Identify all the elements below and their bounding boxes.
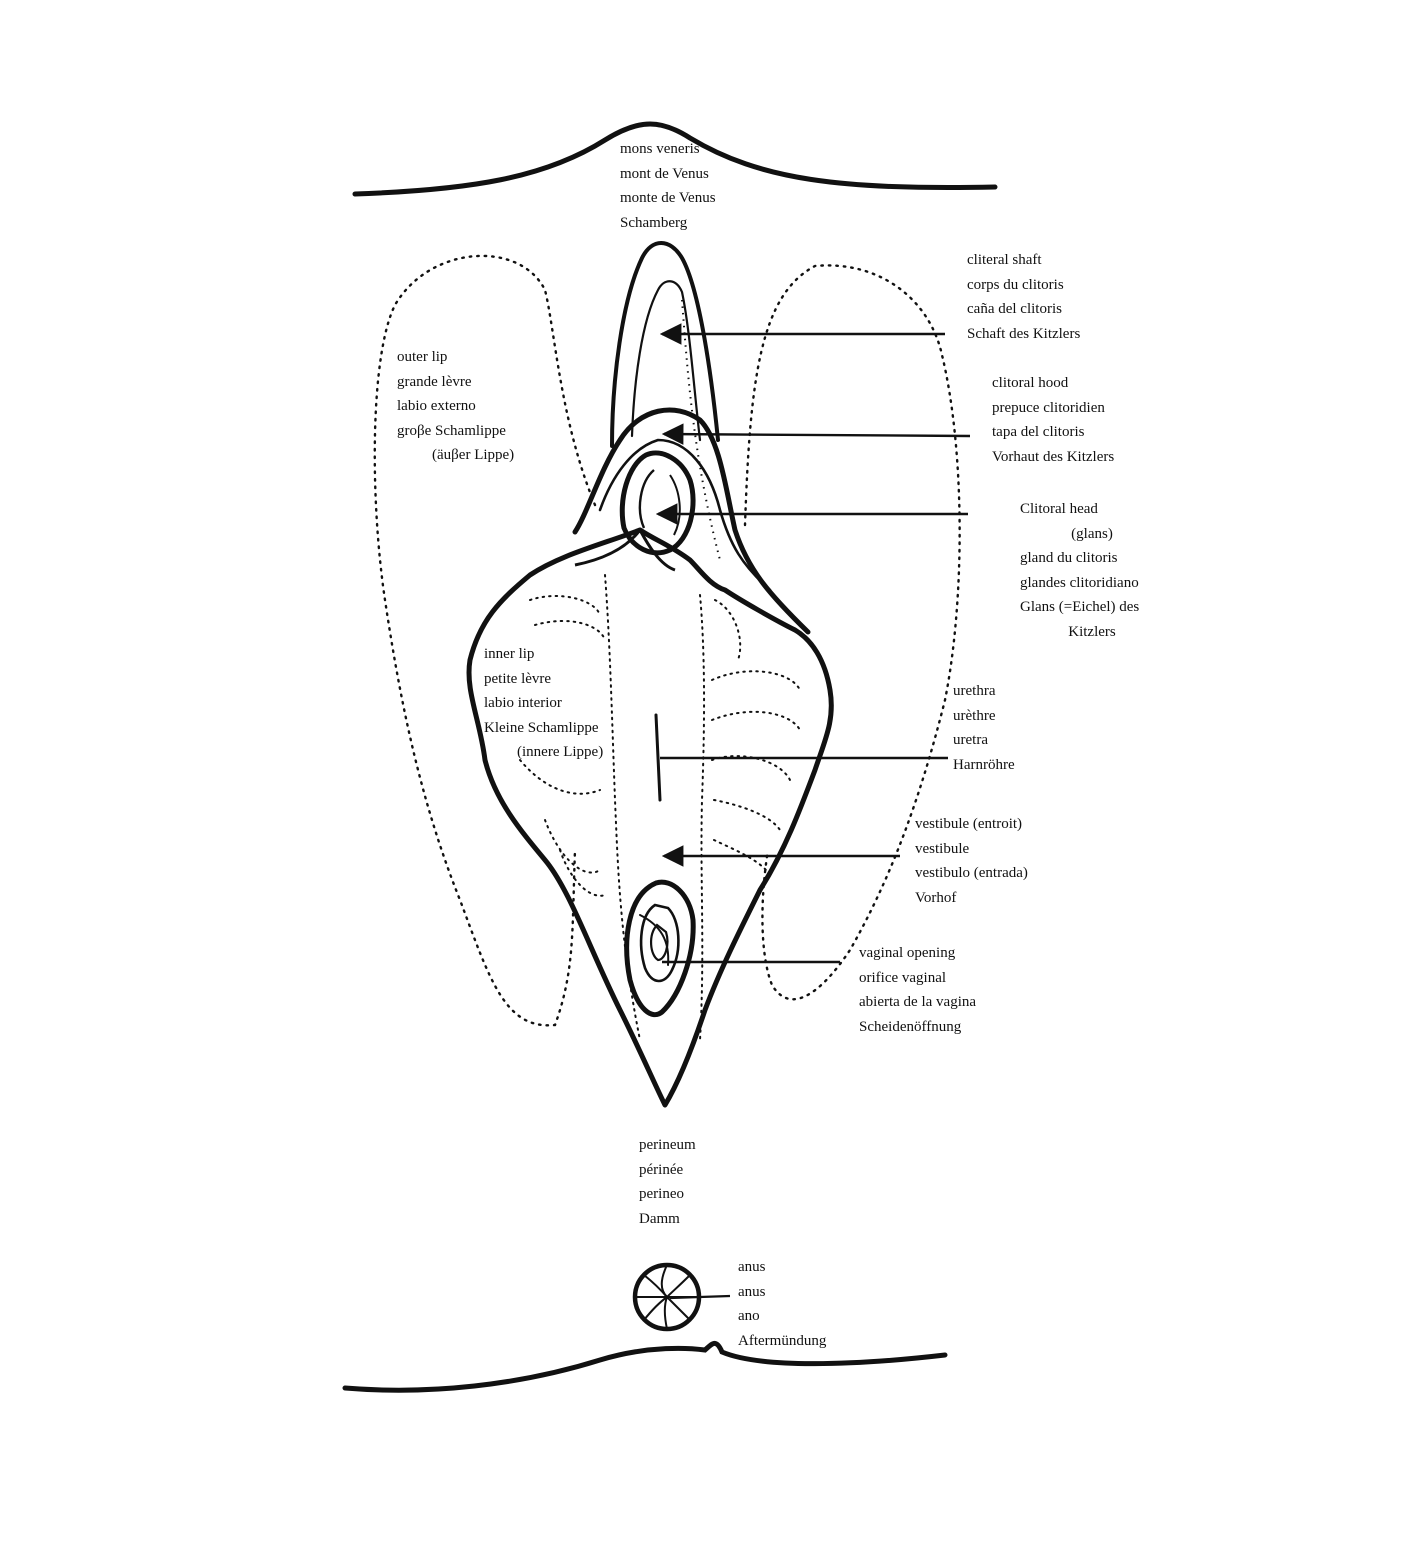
urethra-mark (654, 713, 662, 802)
label-line: Vorhof (915, 889, 957, 906)
glans-inner-line (638, 469, 655, 529)
clitoral-hood-outline (572, 407, 811, 635)
label-line: prepuce clitoridien (992, 399, 1105, 416)
label-line: monte de Venus (620, 190, 716, 206)
shaft-dotted-line (681, 299, 721, 561)
label-line: orifice vaginal (859, 969, 947, 986)
label-line: tapa del clitoris (992, 424, 1085, 440)
label-clitoral-head: Clitoral head (glans) gland du clitoris … (1012, 497, 1172, 644)
label-line: petite lèvre (484, 670, 552, 687)
label-line: corps du clitoris (967, 276, 1064, 293)
label-line: mons veneris (620, 141, 700, 157)
label-line: inner lip (484, 646, 535, 662)
label-vestibule: vestibule (entroit) vestibule vestibulo … (915, 812, 1028, 910)
outer-lip-right (743, 264, 961, 1001)
label-line: uretra (953, 732, 988, 748)
clitoral-glans (619, 450, 696, 556)
label-perineum: perineum périnée perineo Damm (639, 1133, 696, 1231)
label-line: ano (738, 1308, 760, 1324)
clitoral-shaft-outline (610, 241, 720, 448)
label-line: urethra (953, 683, 996, 699)
label-line: anus (738, 1259, 766, 1275)
label-line: périnée (639, 1161, 684, 1178)
inner-lip-texture-left (519, 574, 641, 1041)
label-clitoral-hood: clitoral hood prepuce clitoridien tapa d… (992, 371, 1114, 469)
label-line: Clitoral head (1020, 501, 1098, 517)
label-anus: anus anus ano Aftermündung (738, 1255, 826, 1353)
outer-lip-left (373, 254, 597, 1027)
label-line: Glans (=Eichel) des (1020, 599, 1140, 615)
inner-lip-texture-right (699, 594, 801, 1041)
label-urethra: urethra urèthre uretra Harnröhre (953, 679, 1015, 777)
label-line: vestibule (915, 840, 970, 857)
label-line: groβe Schamlippe (397, 422, 506, 439)
arrow-hood (661, 423, 971, 445)
label-line: (innere Lippe) (517, 744, 604, 760)
label-line: vestibulo (entrada) (915, 865, 1028, 881)
vaginal-opening-shape (624, 879, 696, 1018)
label-line: Kitzlers (1068, 623, 1116, 640)
label-line: abierta de la vagina (859, 994, 977, 1010)
label-line: vaginal opening (859, 945, 956, 961)
mons-contour (352, 121, 998, 197)
label-line: Vorhaut des Kitzlers (992, 448, 1115, 465)
label-line: perineum (639, 1137, 696, 1153)
label-line: cliteral shaft (967, 252, 1042, 268)
label-line: urèthre (953, 707, 996, 724)
label-inner-lip: inner lip petite lèvre labio interior Kl… (484, 642, 603, 765)
glans-inner-line-right (669, 474, 681, 536)
label-line: Schamberg (620, 214, 688, 231)
label-line: outer lip (397, 349, 448, 365)
label-line: (glans) (1071, 525, 1113, 542)
buttocks-contour (342, 1341, 948, 1393)
label-line: vestibule (entroit) (915, 816, 1023, 832)
label-line: Scheidenöffnung (859, 1018, 962, 1035)
label-line: (äuβer Lippe) (432, 447, 515, 463)
label-line: anus (738, 1283, 766, 1300)
label-line: labio externo (397, 398, 476, 414)
label-line: clitoral hood (992, 375, 1069, 391)
label-line: mont de Venus (620, 165, 709, 182)
label-vaginal-opening: vaginal opening orifice vaginal abierta … (859, 941, 976, 1039)
label-line: labio interior (484, 695, 562, 711)
label-line: gland du clitoris (1020, 550, 1118, 566)
label-clitoral-shaft: cliteral shaft corps du clitoris caña de… (967, 248, 1080, 346)
clitoral-shaft-inner (630, 280, 702, 442)
line-anus (669, 1294, 731, 1300)
clitoral-hood-inner (598, 438, 772, 592)
label-line: Kleine Schamlippe (484, 719, 599, 736)
label-outer-lip: outer lip grande lèvre labio externo gro… (397, 345, 514, 468)
label-line: Damm (639, 1210, 680, 1227)
label-line: Aftermündung (738, 1332, 827, 1349)
label-line: caña del clitoris (967, 301, 1062, 317)
label-line: grande lèvre (397, 373, 472, 390)
label-mons-veneris: mons veneris mont de Venus monte de Venu… (620, 137, 716, 235)
inner-lip-notch (574, 527, 676, 572)
inner-lips-outline (466, 527, 834, 1108)
label-line: perineo (639, 1186, 684, 1202)
label-line: glandes clitoridiano (1020, 574, 1139, 591)
label-line: Schaft des Kitzlers (967, 325, 1081, 342)
label-line: Harnröhre (953, 756, 1015, 773)
